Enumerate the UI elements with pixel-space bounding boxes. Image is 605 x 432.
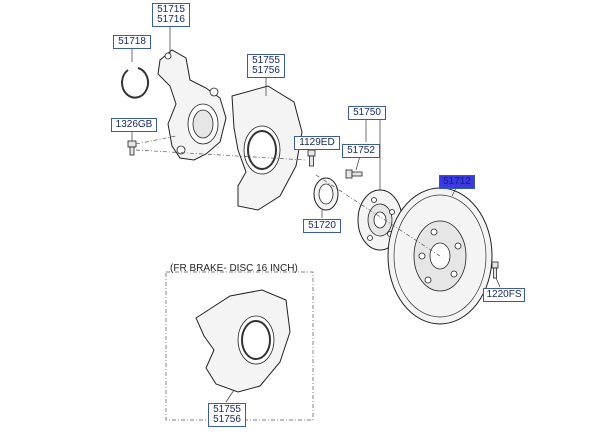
label-51712[interactable]: 51712 xyxy=(439,175,475,189)
bolt-1326gb-part xyxy=(127,140,137,156)
label-51750[interactable]: 51750 xyxy=(348,106,386,120)
knuckle-part xyxy=(157,49,227,161)
hub-bolt-part xyxy=(345,169,363,179)
label-51715-51716[interactable]: 51715 51716 xyxy=(152,3,190,27)
snap-ring-part xyxy=(121,67,150,99)
label-1129ed[interactable]: 1129ED xyxy=(294,136,340,150)
brake-disc-part xyxy=(387,187,493,325)
label-51755-51756-bottom[interactable]: 51755 51756 xyxy=(208,403,246,427)
label-51720[interactable]: 51720 xyxy=(303,219,341,233)
label-51718[interactable]: 51718 xyxy=(113,35,151,49)
variant-frame xyxy=(165,271,314,421)
label-1220fs[interactable]: 1220FS xyxy=(483,288,525,302)
variant-note: (FR BRAKE- DISC 16 INCH) xyxy=(170,263,298,274)
label-51755-51756-top[interactable]: 51755 51756 xyxy=(247,54,285,78)
screw-1129ed-part xyxy=(307,149,316,167)
label-51752[interactable]: 51752 xyxy=(342,144,380,158)
screw-1220fs-part xyxy=(491,261,499,279)
leader-lines xyxy=(131,25,501,403)
dust-cover-top-part xyxy=(231,85,303,211)
bearing-part xyxy=(313,177,339,211)
label-1326gb[interactable]: 1326GB xyxy=(111,118,157,132)
dust-cover-bottom-part xyxy=(195,289,291,393)
